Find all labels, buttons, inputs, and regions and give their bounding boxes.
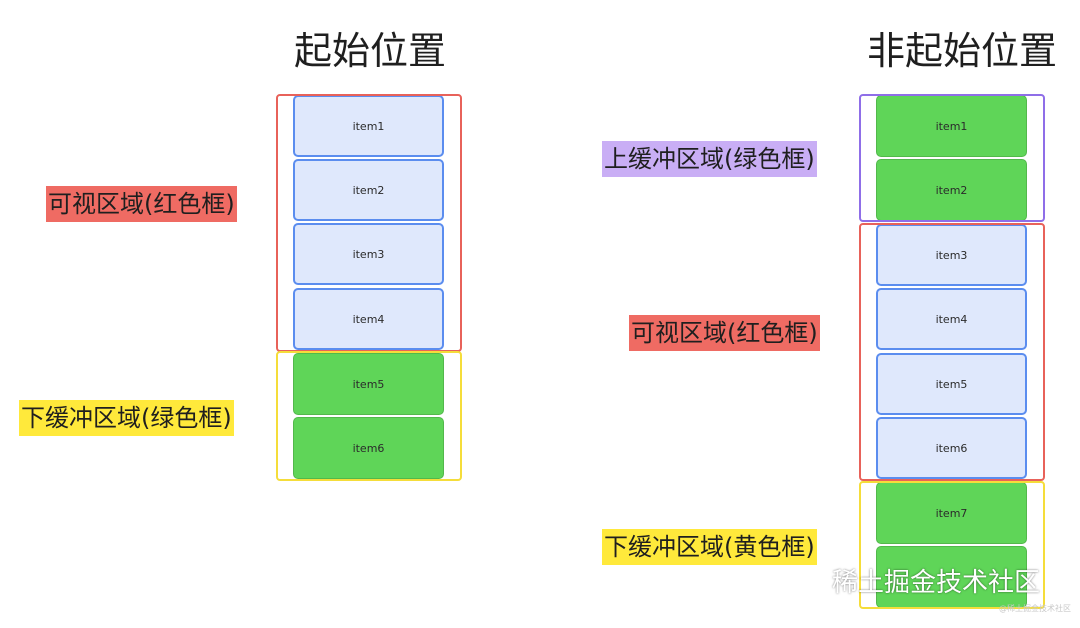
watermark-text: 稀土掘金技术社区 (832, 568, 1041, 598)
right-bottom-buffer-label: 下缓冲区域(黄色框) (602, 529, 817, 565)
left-item-6: item6 (293, 417, 444, 479)
right-item-3: item3 (876, 224, 1027, 286)
right-item-8: item8 (876, 546, 1027, 608)
right-item-2: item2 (876, 159, 1027, 221)
right-top-buffer-label: 上缓冲区域(绿色框) (602, 141, 817, 177)
left-title: 起始位置 (294, 29, 447, 73)
right-item-4: item4 (876, 288, 1027, 350)
right-item-6: item6 (876, 417, 1027, 479)
watermark-small-text: @稀土掘金技术社区 (999, 604, 1071, 613)
left-item-5: item5 (293, 353, 444, 415)
right-title: 非起始位置 (867, 29, 1058, 73)
right-item-5: item5 (876, 353, 1027, 415)
left-item-2: item2 (293, 159, 444, 221)
left-bottom-buffer-label: 下缓冲区域(绿色框) (19, 400, 234, 436)
left-item-4: item4 (293, 288, 444, 350)
left-visible-label: 可视区域(红色框) (46, 186, 237, 222)
wechat-icon (789, 566, 826, 594)
right-item-7: item7 (876, 482, 1027, 544)
right-item-1: item1 (876, 95, 1027, 157)
left-item-3: item3 (293, 223, 444, 285)
right-visible-label: 可视区域(红色框) (629, 315, 820, 351)
left-item-1: item1 (293, 95, 444, 157)
watermark: 稀土掘金技术社区 (788, 562, 1040, 599)
